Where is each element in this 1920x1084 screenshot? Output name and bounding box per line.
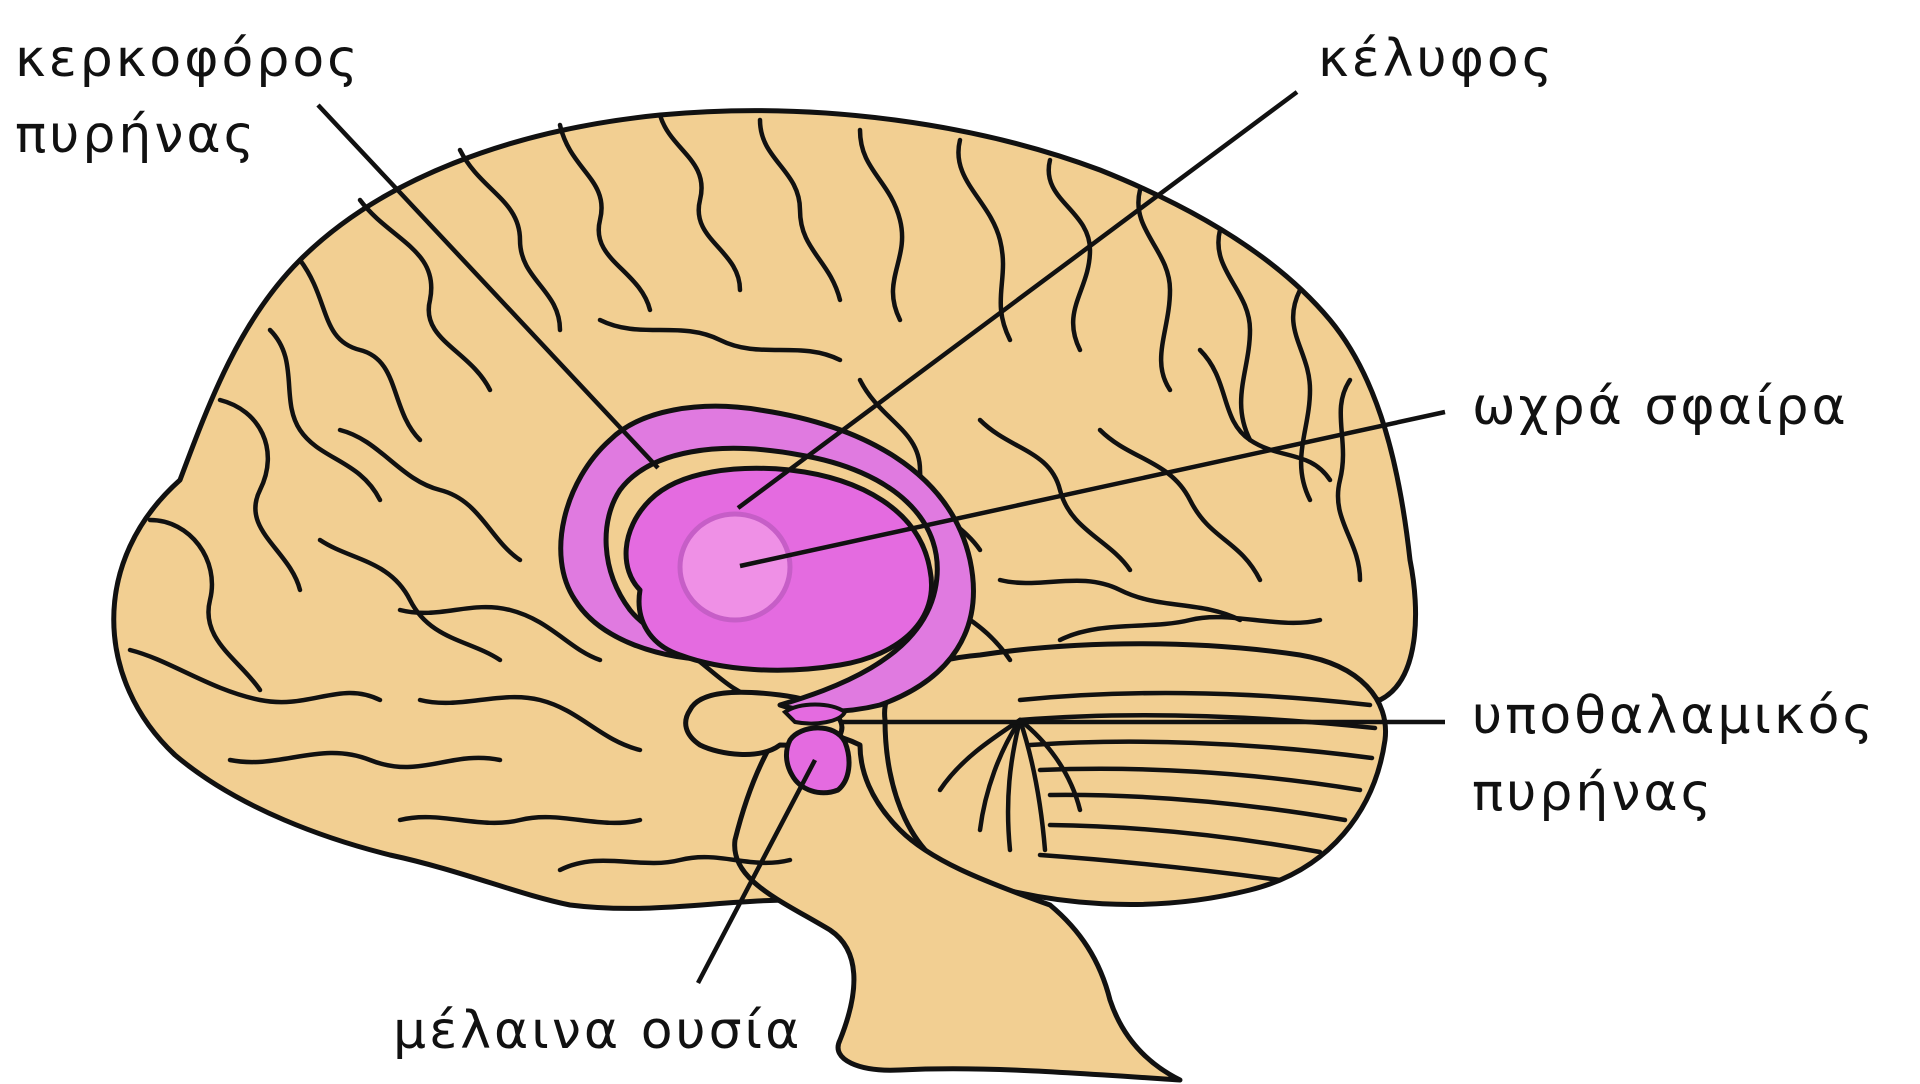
- label-substantia-nigra: μέλαινα ουσία: [393, 1001, 802, 1061]
- leader-substantia-nigra: [696, 758, 817, 985]
- leader-globus-pallidus: [739, 409, 1446, 569]
- label-subthalamic-nucleus-line1: υποθαλαμικός: [1472, 686, 1876, 746]
- cerebellar-folia: [937, 690, 1378, 883]
- label-globus-pallidus: ωχρά σφαίρα: [1472, 377, 1849, 437]
- label-subthalamic-nucleus-line2: πυρήνας: [1472, 763, 1714, 823]
- leader-putamen: [736, 90, 1299, 510]
- globus-pallidus: [677, 511, 793, 623]
- leader-caudate-nucleus: [316, 103, 660, 470]
- subthalamic-nucleus: [781, 702, 848, 726]
- label-caudate-nucleus-line2: πυρήνας: [15, 105, 257, 165]
- substantia-nigra: [784, 725, 852, 796]
- brainstem: [732, 727, 1183, 1083]
- label-caudate-nucleus-line1: κερκοφόρος: [15, 29, 361, 89]
- cortical-folds: [127, 112, 1363, 873]
- label-putamen: κέλυφος: [1318, 29, 1555, 89]
